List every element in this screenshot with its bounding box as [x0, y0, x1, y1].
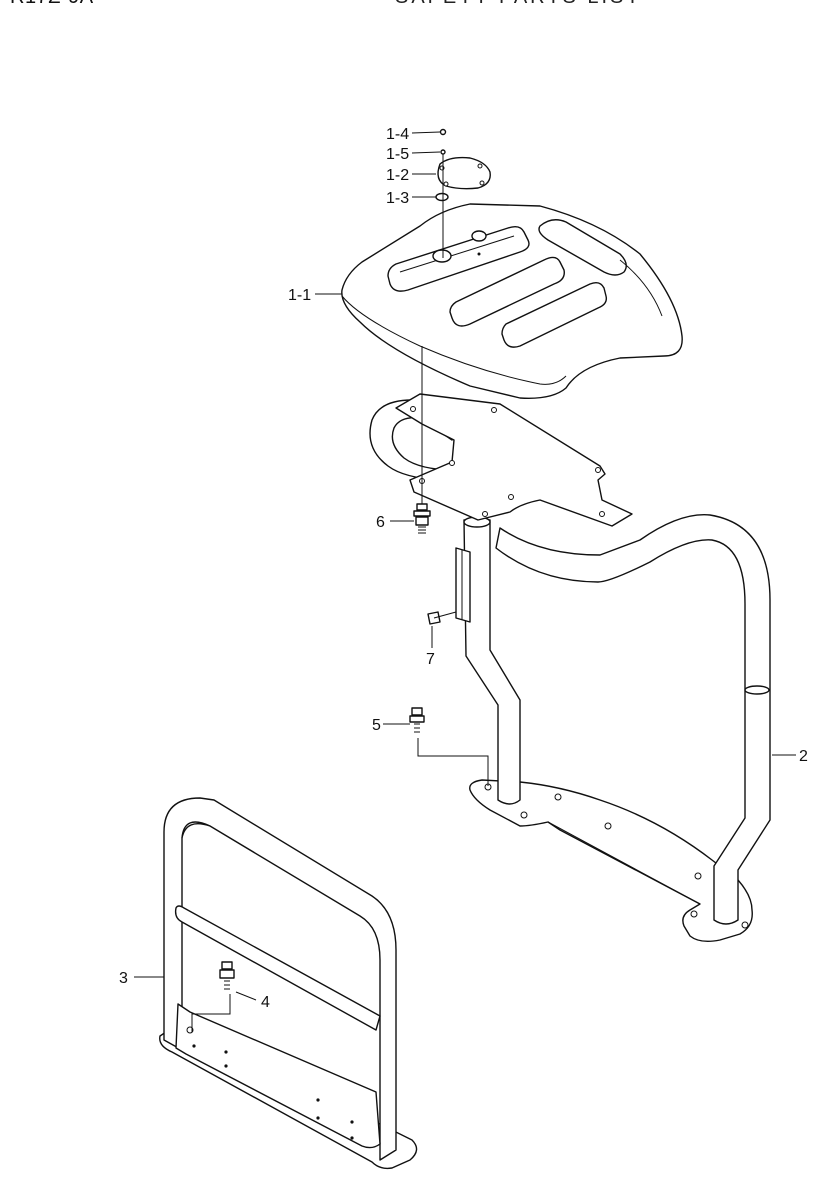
bolt-4[interactable] — [191, 961, 235, 1032]
callout-5: 5 — [372, 717, 381, 734]
callout-6: 6 — [376, 514, 385, 531]
callout-1-2: 1-2 — [386, 167, 409, 184]
frame-arch-right — [495, 514, 771, 925]
leader-lines — [134, 131, 796, 1001]
bolt-6[interactable] — [413, 346, 431, 534]
callout-1-1: 1-1 — [288, 287, 311, 304]
rops-frame[interactable] — [369, 393, 771, 943]
callout-2: 2 — [799, 748, 808, 765]
guard-crossbar — [174, 905, 381, 1031]
callout-1-3: 1-3 — [386, 190, 409, 207]
seat-grip — [501, 281, 608, 348]
bolt-5[interactable] — [409, 707, 489, 786]
front-guard[interactable] — [159, 797, 418, 1170]
bolt-7[interactable] — [427, 611, 457, 625]
washer-1-5[interactable] — [440, 149, 446, 155]
cover-plate[interactable] — [437, 156, 491, 190]
frame-bracket — [455, 547, 471, 623]
screw-1-4[interactable] — [439, 128, 447, 136]
bolt-hole — [604, 822, 612, 830]
guard-tube — [163, 797, 397, 1161]
base-plate-right — [469, 779, 753, 943]
callout-3: 3 — [119, 970, 128, 987]
diagram-title: SAFETY PARTS LIST — [395, 0, 642, 9]
seat-mount-plate — [395, 393, 633, 527]
seat-cover[interactable] — [341, 203, 683, 399]
model-code: R17Z-9A — [10, 0, 94, 9]
bolt-hole — [554, 793, 562, 801]
guard-panel — [175, 1003, 381, 1149]
callout-7: 7 — [426, 651, 435, 668]
frame-upright-left — [463, 519, 521, 805]
bolt-hole — [690, 910, 698, 918]
bolt-hole — [520, 811, 528, 819]
bolt-hole — [694, 872, 702, 880]
seat-grip — [449, 256, 565, 327]
seat-boss — [432, 249, 452, 263]
diagram-header: R17Z-9A SAFETY PARTS LIST — [0, 0, 821, 16]
grommet-1-3[interactable] — [435, 192, 449, 202]
seat-boss — [471, 230, 487, 242]
callout-1-5: 1-5 — [386, 146, 409, 163]
seat-rear-pad — [538, 219, 627, 276]
callout-4: 4 — [261, 994, 270, 1011]
bolt-hole — [741, 921, 749, 929]
callout-1-4: 1-4 — [386, 126, 409, 143]
